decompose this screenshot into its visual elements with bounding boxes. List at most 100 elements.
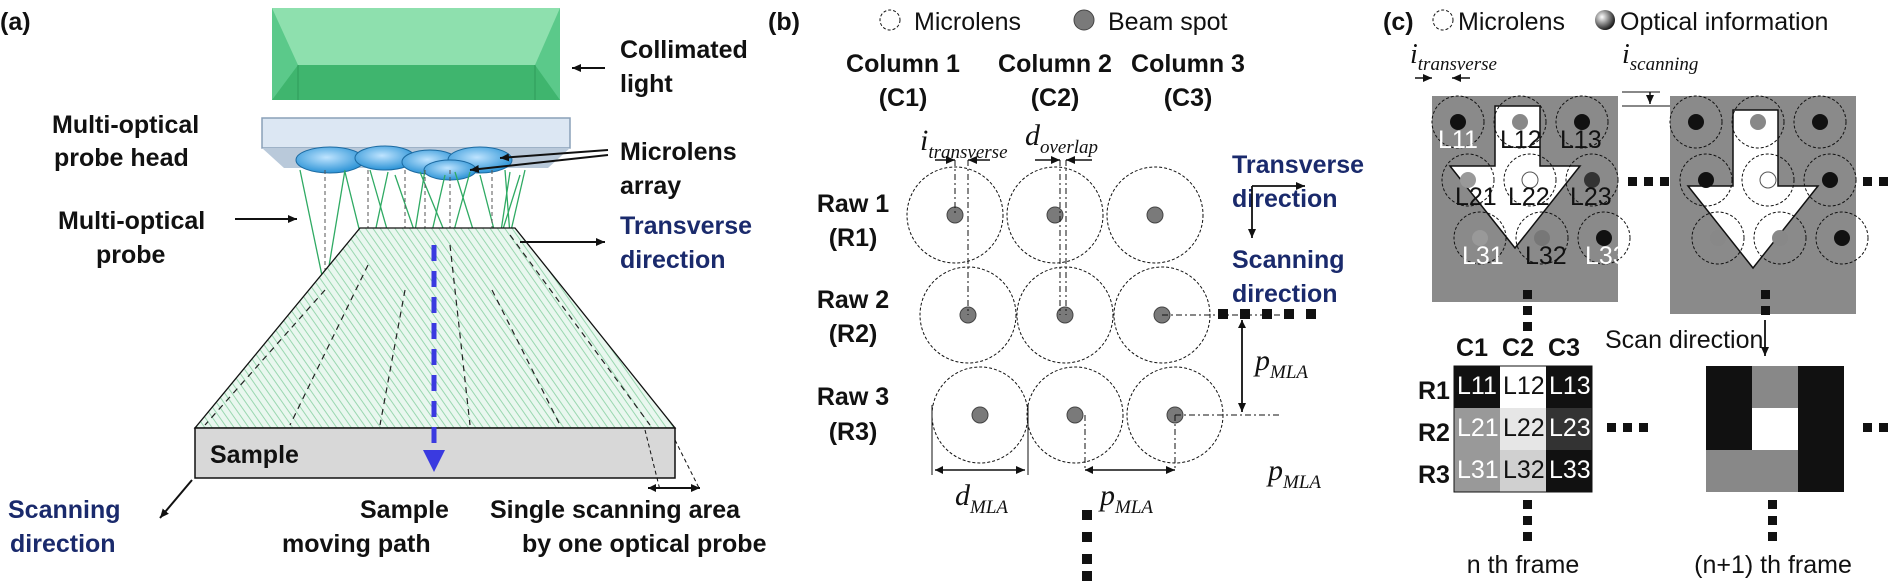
p-mla-far-main: p [1266,454,1283,487]
i-transverse-c-main: i [1410,39,1418,70]
grid-cell-l11: L11 [1457,372,1497,400]
d-overlap-main: d [1025,119,1041,152]
collimated-light-label-1: Collimated [620,36,748,64]
lenses-frame-n1 [1669,95,1869,265]
sample-label: Sample [210,441,299,469]
optical-probe-label-2: probe [96,241,166,269]
frame-n-label: n th frame [1467,551,1580,579]
row-2-header: Raw 2 [817,286,889,314]
i-scanning-c-main: i [1622,39,1630,70]
lenses-frame-n [1431,95,1631,265]
p-mla-bottom-main: p [1098,479,1115,512]
beam-spot-r1c1 [946,206,964,224]
microlens-r3c2 [1026,366,1124,464]
arrow-shape-frame-n1 [1686,109,1820,270]
grid-n-frame: C1 C2 C3 R1 R2 R3 L11 L12 L13 L21 L22 L2… [1418,334,1593,493]
arrow-shape-frame-n [1448,105,1582,250]
grid-cell-l21: L21 [1457,414,1499,442]
panel-b: (b) Microlens Beam spot Column 1 (C1) Co… [768,8,1364,581]
row-2-id: (R2) [829,320,878,348]
transverse-direction-label-1: Transverse [620,212,752,240]
lens-labels-frame-n: L11 L12 L13 L21 L22 L23 L31 L32 L33 [1438,126,1627,270]
transverse-direction-label-2: direction [620,246,726,274]
scanning-direction-label-1: Scanning [8,496,121,524]
probe-head-label-1: Multi-optical [52,111,199,139]
d-overlap-sub: overlap [1040,137,1098,158]
scan-area-lines [204,234,651,426]
collimated-light-block [272,8,560,100]
legend-microlens-label: Microlens [914,8,1021,36]
lens-label-l21: L21 [1455,183,1497,211]
transverse-direction-b-2: direction [1232,185,1338,213]
grid-col-c2: C2 [1502,334,1534,362]
panel-a-tag: (a) [0,8,31,36]
beam-spot-r2c2 [1056,306,1074,324]
transverse-direction-b-1: Transverse [1232,151,1364,179]
microlens-r2c2 [1016,266,1114,364]
legend-beam-spot-icon [1073,9,1095,31]
i-transverse-sub: transverse [928,142,1007,163]
scanning-direction-arrow [159,479,193,519]
svg-text:itransverse: itransverse [1410,39,1497,75]
lens-label-l23: L23 [1570,183,1612,211]
beam-spot-r1c3 [1146,206,1164,224]
dimension-guides [954,160,1280,470]
grid-col-c1: C1 [1456,334,1488,362]
lens-label-l22: L22 [1508,183,1550,211]
lens-label-l32: L32 [1525,242,1567,270]
moving-path-arrowhead [423,450,445,472]
legend-microlens-label-c: Microlens [1458,8,1565,36]
scan-area-guide-2 [674,439,701,491]
row-3-header: Raw 3 [817,383,889,411]
d-mla-main: d [955,479,971,512]
grid-n1-frame [1706,366,1844,492]
i-transverse-main: i [920,124,928,157]
probe-head-label-2: probe head [54,144,189,172]
panel-b-tag: (b) [768,8,800,36]
grid-cell-l13: L13 [1549,372,1591,400]
panel-c-tag: (c) [1383,8,1414,36]
continuation-dots-c [1523,177,1888,541]
optical-probe-label-1: Multi-optical [58,207,205,235]
svg-text:pMLA: pMLA [1253,344,1308,383]
microlens-array-label-2: array [620,172,681,200]
lens-label-l12: L12 [1500,126,1542,154]
legend-microlens-icon [879,9,901,31]
column-2-id: (C2) [1031,84,1080,112]
grid-cell-l22: L22 [1503,414,1545,442]
legend-optical-info-icon [1595,10,1615,30]
grid-cell-l33: L33 [1549,456,1591,484]
frame-n1-label: (n+1) th frame [1694,551,1852,579]
grid-row-r1: R1 [1418,377,1450,405]
d-mla-sub: MLA [969,497,1008,518]
svg-text:dMLA: dMLA [955,479,1008,518]
svg-text:itransverse: itransverse [920,124,1008,163]
legend-microlens-icon-c [1432,9,1454,31]
microlens-array [295,145,513,181]
lens-label-l31: L31 [1462,242,1504,270]
microlens-arrow-2 [469,154,609,174]
grid-cell-l23: L23 [1549,414,1591,442]
p-mla-bottom-sub: MLA [1114,497,1153,518]
grid-cell-l32: L32 [1503,456,1545,484]
grid-row-r3: R3 [1418,461,1450,489]
column-1-id: (C1) [879,84,928,112]
lens-label-l11: L11 [1438,126,1478,154]
lens-label-l33: L33 [1585,242,1627,270]
grid-cell-l31: L31 [1457,456,1499,484]
p-mla-right-main: p [1253,344,1270,377]
svg-text:pMLA: pMLA [1098,479,1153,518]
i-transverse-c-sub: transverse [1418,54,1497,75]
row-1-id: (R1) [829,224,878,252]
panel-a: (a) [0,8,767,558]
column-3-header: Column 3 [1131,50,1245,78]
panel-c: (c) Microlens Optical information itrans… [1383,8,1888,579]
column-2-header: Column 2 [998,50,1112,78]
column-3-id: (C3) [1164,84,1213,112]
scanning-direction-b-1: Scanning [1232,246,1345,274]
p-mla-far-sub: MLA [1282,472,1321,493]
probe-head [261,117,571,149]
row-3-id: (R3) [829,418,878,446]
microlens-arrow-1 [499,149,609,162]
